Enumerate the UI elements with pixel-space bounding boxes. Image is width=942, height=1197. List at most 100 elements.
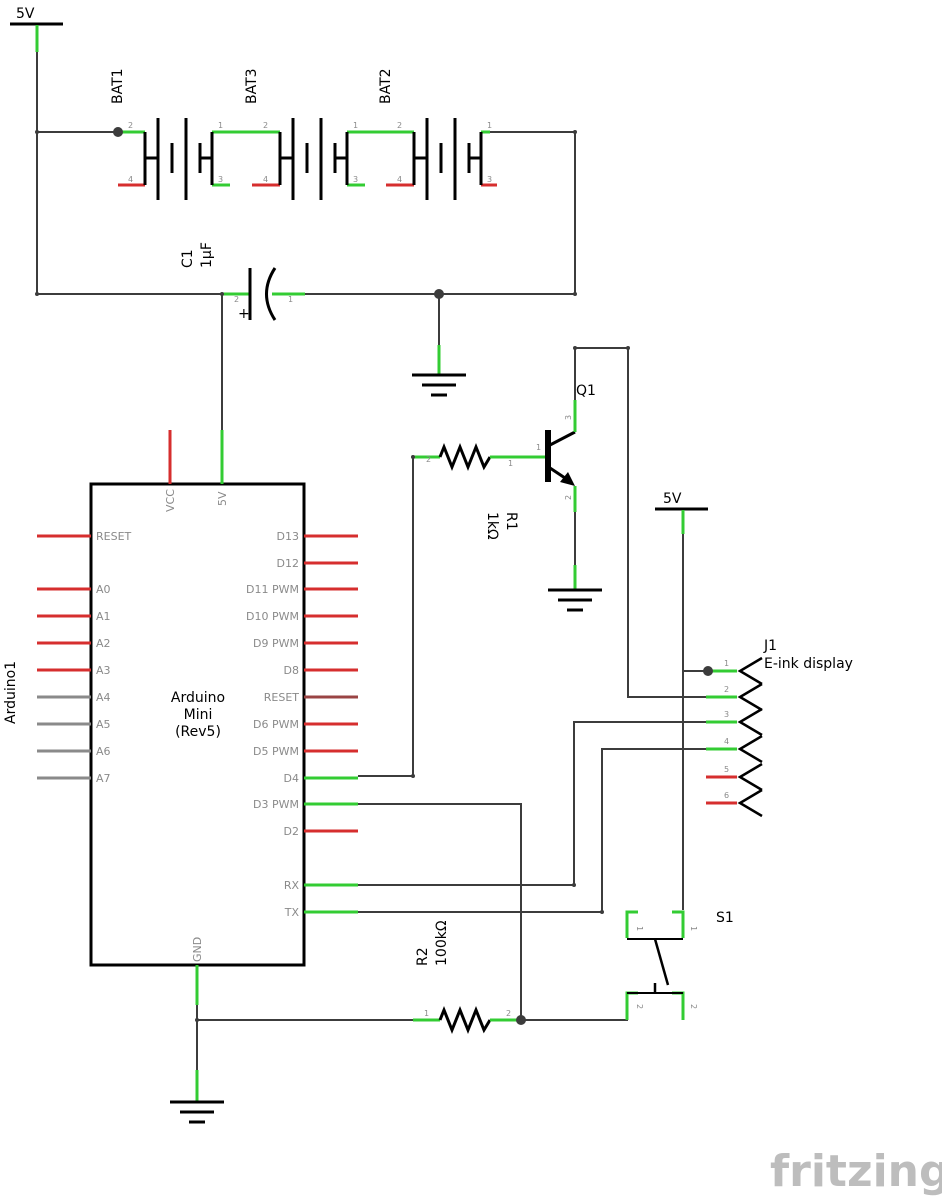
connector-pin: 5 [706,762,763,792]
switch-pin: 1 [635,926,644,931]
arduino-pin-label: 5V [216,491,229,506]
connector-pin-number: 4 [724,737,729,746]
battery-bat1: BAT1 2 4 1 3 [110,68,230,200]
transistor-pin: 1 [536,443,541,452]
transistor-pin: 3 [564,415,573,420]
power-5v-top: 5V [10,6,63,52]
battery-pin: 1 [487,121,492,130]
arduino-pin-label: D4 [284,772,299,785]
arduino-pin-label: D5 PWM [253,745,299,758]
capacitor-ref-label: C1 [180,249,196,268]
ground-symbol-top [412,345,466,397]
arduino-pin-label: A6 [96,745,111,758]
power-5v-right-label: 5V [663,491,682,507]
battery-bat3: BAT3 2 4 1 3 [230,68,365,200]
resistor-pin: 1 [508,459,513,468]
battery-pin: 3 [487,175,492,184]
capacitor-pin: 2 [234,295,239,304]
capacitor-pin: 1 [288,295,293,304]
connector-pin-number: 6 [724,791,729,800]
arduino-pin-label: D9 PWM [253,637,299,650]
arduino-pin-label: D2 [284,825,299,838]
power-5v-top-label: 5V [16,6,35,22]
capacitor-plus-sign: + [238,306,250,322]
arduino-title-line: Mini [184,707,213,723]
arduino-pin-label: D11 PWM [246,583,299,596]
arduino-pin-label: A4 [96,691,111,704]
arduino-pin-label: A5 [96,718,111,731]
arduino-mini: Arduino Mini (Rev5) Arduino1 VCC 5V GND … [3,430,358,1005]
resistor-pin: 2 [506,1009,511,1018]
connector-pin: 2 [706,682,763,712]
battery-pin: 2 [128,121,133,130]
arduino-pin-label: D3 PWM [253,798,299,811]
arduino-pin-label: RESET [264,691,300,704]
wires [36,52,706,1070]
connector-pin: 1 [706,656,763,686]
power-5v-right: 5V [655,491,708,534]
battery-pin: 1 [218,121,223,130]
resistor-pin: 1 [424,1009,429,1018]
arduino-pin-label: RESET [96,530,132,543]
arduino-title-line: Arduino [171,690,225,706]
switch-pin: 2 [689,1004,698,1009]
switch-pin: 1 [689,926,698,931]
arduino-pin-label: A3 [96,664,111,677]
connector-pin: 6 [706,788,763,818]
arduino-pin-label: RX [284,879,300,892]
arduino-pin-label: TX [284,906,300,919]
arduino-title-line: (Rev5) [175,724,221,740]
arduino-pin-label: VCC [164,489,177,512]
arduino-pin-label: D13 [277,530,299,543]
connector-pin-number: 2 [724,685,729,694]
switch-pin: 2 [635,1004,644,1009]
battery-bat2: BAT2 2 4 1 3 [365,68,497,200]
resistor-pin: 2 [426,455,431,464]
switch-ref-label: S1 [716,910,734,926]
connector-pin: 4 [706,734,763,764]
capacitor-c1: C1 1µF + 2 1 [180,242,305,322]
arduino-pin-label: GND [191,937,204,962]
battery-ref-label: BAT1 [110,68,126,104]
arduino-pin-label: A7 [96,772,111,785]
ground-symbol-transistor [548,565,602,612]
connector-j1: J1 E-ink display 1 2 3 4 5 [706,638,853,818]
transistor-pin: 2 [564,495,573,500]
switch-s1: S1 1 1 2 2 [625,910,734,1020]
connector-ref-label: J1 [763,638,777,654]
connector-pin-number: 5 [724,765,729,774]
battery-ref-label: BAT2 [378,68,394,104]
transistor-ref-label: Q1 [576,383,596,399]
arduino-pin-label: A1 [96,610,111,623]
arduino-pin-label: D6 PWM [253,718,299,731]
fritzing-watermark: fritzing [770,1146,942,1197]
battery-pin: 4 [263,175,268,184]
resistor-ref-label: R1 [503,512,519,531]
arduino-pin-label: D8 [284,664,299,677]
capacitor-value-label: 1µF [199,242,215,268]
arduino-pin-label: A2 [96,637,111,650]
transistor-q1: Q1 1 3 2 [536,383,596,512]
ground-symbol-bottom [170,1070,224,1124]
battery-pin: 2 [263,121,268,130]
battery-pin: 3 [218,175,223,184]
resistor-value-label: 1kΩ [484,512,500,540]
connector-name-label: E-ink display [764,656,853,672]
resistor-ref-label: R2 [415,947,431,966]
battery-pin: 1 [353,121,358,130]
junction-dots [35,127,713,1025]
arduino-pin-label: D10 PWM [246,610,299,623]
connector-pin: 3 [706,707,763,737]
resistor-r2: 1 2 R2 100kΩ [413,920,521,1035]
arduino-ref-label: Arduino1 [3,661,19,724]
battery-ref-label: BAT3 [244,68,260,104]
connector-pin-number: 1 [724,659,729,668]
battery-pin: 2 [397,121,402,130]
resistor-value-label: 100kΩ [434,920,450,966]
connector-pin-number: 3 [724,710,729,719]
arduino-pin-label: D12 [277,557,299,570]
resistor-r1: 2 1 R1 1kΩ [413,442,545,540]
battery-pin: 4 [128,175,133,184]
battery-pin: 3 [353,175,358,184]
